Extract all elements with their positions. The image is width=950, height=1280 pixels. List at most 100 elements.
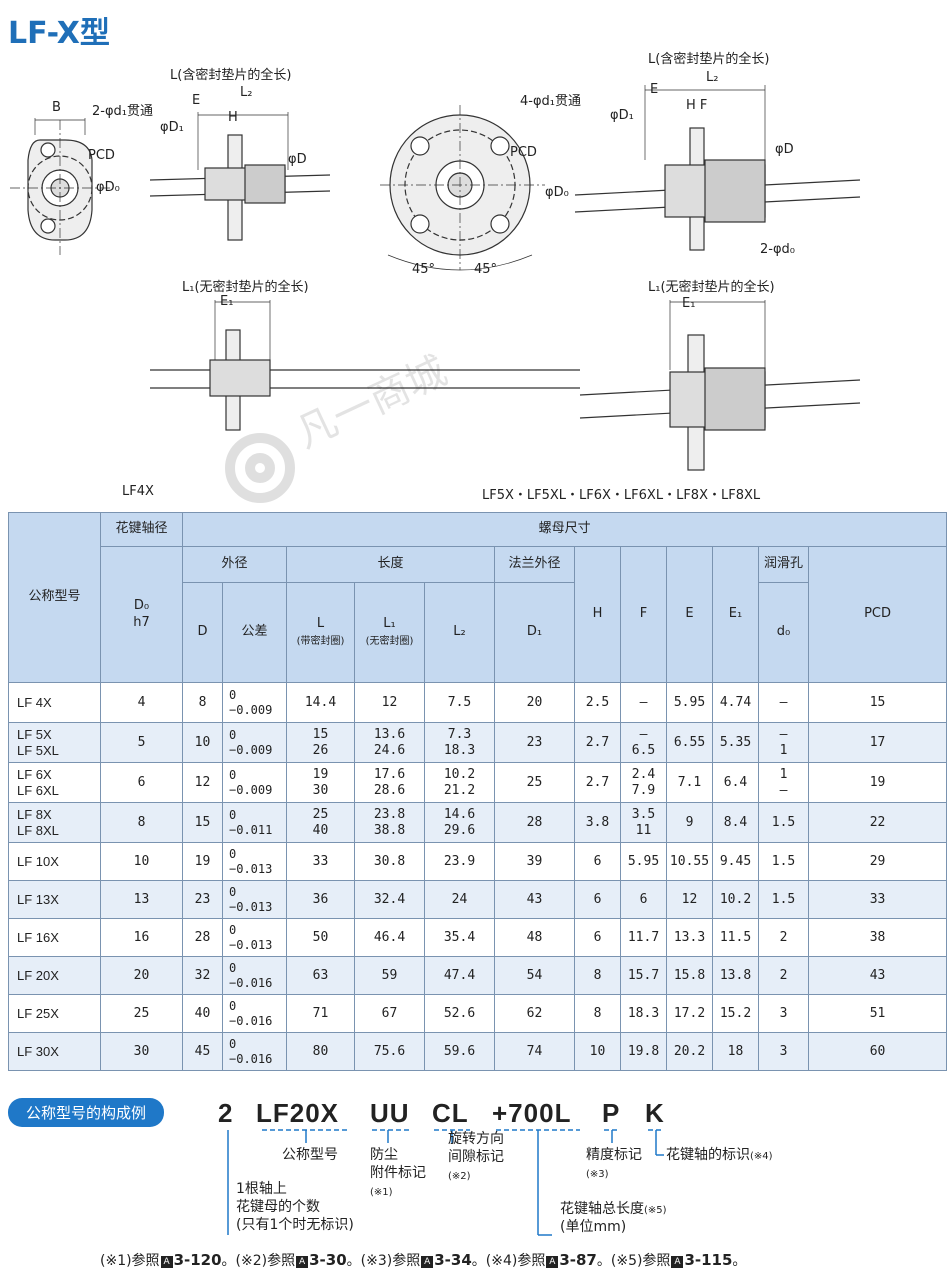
table-cell: 30.8 [354, 842, 425, 881]
table-cell: 2 [758, 918, 809, 957]
table-cell: 11.7 [620, 918, 667, 957]
table-cell: 7.1 [666, 762, 713, 803]
table-cell: 43 [494, 880, 575, 919]
table-cell: 15 [182, 802, 223, 843]
table-cell: 45 [182, 1032, 223, 1071]
label-pcd: PCD [88, 148, 115, 163]
table-cell: 8 [574, 994, 621, 1033]
table-cell: 20.2 [666, 1032, 713, 1071]
end-view-lf4x [10, 118, 110, 255]
table-cell: 38 [807, 918, 948, 957]
table-cell: 9.45 [712, 842, 759, 881]
table-cell: 6.55 [666, 722, 713, 763]
table-cell: 71 [286, 994, 355, 1033]
table-cell: 10 [182, 722, 223, 763]
table-cell: 19.8 [620, 1032, 667, 1071]
table-cell: 12 [182, 762, 223, 803]
code-part-rot: CL [432, 1098, 469, 1128]
header-outer: 外径 [182, 546, 287, 583]
table-cell: 6 [574, 918, 621, 957]
label-l2: L₂ [240, 85, 253, 100]
table-cell: 33 [807, 880, 948, 919]
table-cell: 51 [807, 994, 948, 1033]
table-cell: 32 [182, 956, 223, 995]
table-cell: 52.6 [424, 994, 495, 1033]
header-l1: L₁(无密封圈) [354, 582, 425, 683]
code-part-length: +700L [492, 1098, 572, 1128]
table-cell: 12 [666, 880, 713, 919]
header-pcd: PCD [807, 546, 948, 683]
table-cell: 10.2 [712, 880, 759, 919]
label-45a: 45° [412, 262, 436, 277]
table-cell: 20 [100, 956, 183, 995]
table-cell: 60 [807, 1032, 948, 1071]
table-cell: 1.5 [758, 802, 809, 843]
table-cell: LF 30X [8, 1032, 101, 1071]
end-view-round [380, 105, 545, 271]
label-nut-count: 1根轴上花键母的个数(只有1个时无标识) [236, 1181, 354, 1234]
table-cell: 0−0.016 [222, 994, 287, 1033]
header-l2: L₂ [424, 582, 495, 683]
table-cell: 62 [494, 994, 575, 1033]
table-cell: 20 [494, 682, 575, 723]
table-cell: 63 [286, 956, 355, 995]
table-cell: 19 [182, 842, 223, 881]
table-cell: — [758, 682, 809, 723]
label-2d1: 2-φd₁贯通 [92, 104, 154, 119]
label-l2-right: L₂ [706, 70, 719, 85]
table-cell: 22 [807, 802, 948, 843]
header-f: F [620, 546, 667, 683]
model-code-pill: 公称型号的构成例 [8, 1098, 165, 1127]
table-cell: 17 [807, 722, 948, 763]
code-part-count: 2 [218, 1098, 234, 1128]
table-cell: 8 [182, 682, 223, 723]
table-cell: 0−0.013 [222, 842, 287, 881]
table-cell: 23.9 [424, 842, 495, 881]
label-45b: 45° [474, 262, 498, 277]
side-view-lf5x [574, 85, 861, 251]
table-cell: 25 [100, 994, 183, 1033]
table-cell: LF 13X [8, 880, 101, 919]
table-cell: 10 [100, 842, 183, 881]
table-cell: 13.8 [712, 956, 759, 995]
label-shaft-mark: 花键轴的标识(※4) [666, 1147, 773, 1163]
table-cell: 16 [100, 918, 183, 957]
table-cell: 5 [100, 722, 183, 763]
label-model: 公称型号 [282, 1147, 338, 1163]
label-e1: E₁ [220, 294, 234, 309]
table-cell: 10.55 [666, 842, 713, 881]
table-cell: 18.3 [620, 994, 667, 1033]
table-cell: 0−0.016 [222, 956, 287, 995]
header-tol: 公差 [222, 582, 287, 683]
label-d-right: φD [775, 142, 794, 157]
table-cell: 4.74 [712, 682, 759, 723]
table-cell: 1.5 [758, 842, 809, 881]
label-pcd-right: PCD [510, 145, 537, 160]
header-l: L(带密封圈) [286, 582, 355, 683]
table-cell: 0−0.013 [222, 918, 287, 957]
table-cell: 0−0.009 [222, 682, 287, 723]
header-shaft: 花键轴径 [100, 512, 183, 547]
table-cell: 15 [807, 682, 948, 723]
code-part-dust: UU [370, 1098, 410, 1128]
table-cell: 3 [758, 1032, 809, 1071]
side-view-lf5x-noseal [579, 300, 861, 471]
table-cell: 75.6 [354, 1032, 425, 1071]
table-cell: 19 [807, 762, 948, 803]
header-flange: 法兰外径 [494, 546, 575, 583]
table-cell: 10 [574, 1032, 621, 1071]
header-lube: 润滑孔 [758, 546, 809, 583]
table-cell: 32.4 [354, 880, 425, 919]
label-l1: L₁(无密封垫片的全长) [182, 280, 309, 295]
header-d1: D₁ [494, 582, 575, 683]
table-cell: 0−0.016 [222, 1032, 287, 1071]
caption-lf5x: LF5X・LF5XL・LF6X・LF6XL・LF8X・LF8XL [482, 488, 761, 503]
